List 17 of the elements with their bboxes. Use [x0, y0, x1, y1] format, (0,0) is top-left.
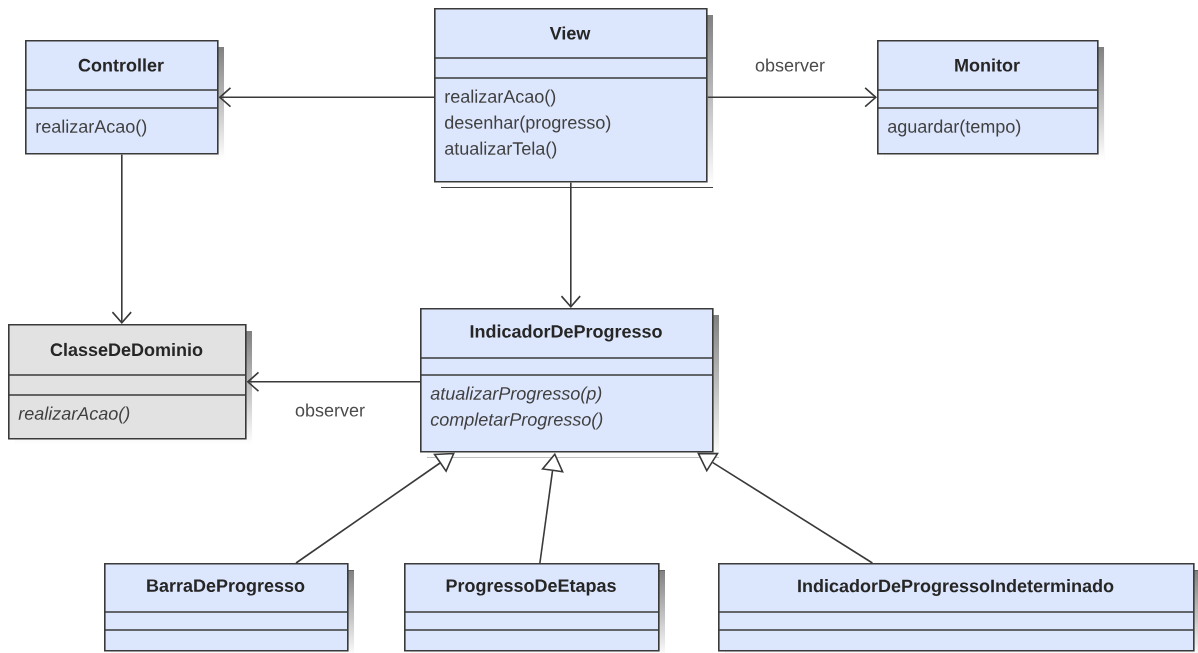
arrow	[295, 452, 455, 564]
class-box: ClasseDeDominio realizarAcao()	[7, 324, 252, 445]
class-box: ProgressoDeEtapas	[403, 563, 665, 653]
arrow	[246, 371, 421, 392]
arrow	[706, 87, 877, 108]
edge-label: observer	[292, 400, 368, 420]
class-box: View realizarAcao() desenhar(progresso) atualizarTela()	[433, 8, 713, 188]
arrow	[697, 452, 874, 564]
class-box: Monitor aguardar(tempo)	[876, 40, 1104, 160]
class-box: Controller realizarAcao()	[24, 40, 224, 160]
class-box: IndicadorDeProgresso atualizarProgresso(p) completarProgresso()	[419, 308, 719, 458]
class-box: IndicadorDeProgressoIndeterminado	[717, 563, 1198, 653]
arrow	[111, 153, 132, 324]
edge-label: observer	[752, 55, 828, 75]
class-box: BarraDeProgresso	[103, 563, 354, 653]
arrow	[218, 87, 435, 108]
arrow	[560, 181, 581, 308]
